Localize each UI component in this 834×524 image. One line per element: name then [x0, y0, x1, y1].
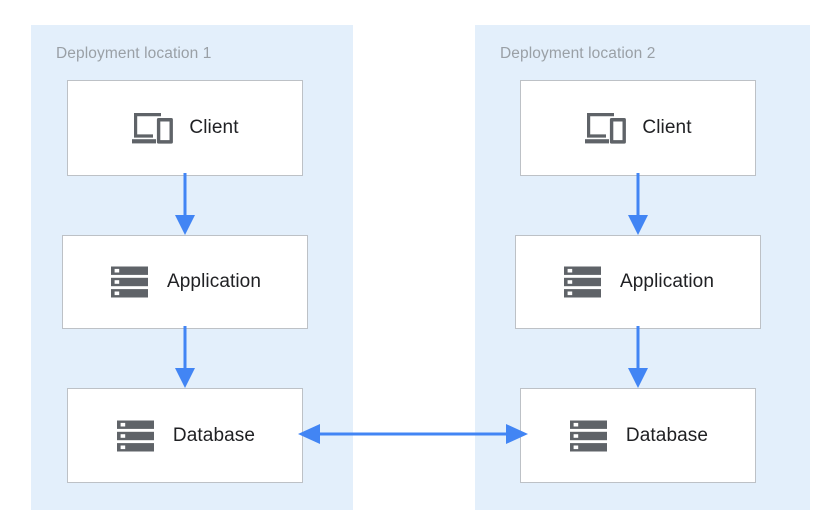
- server-stack-icon: [109, 262, 153, 302]
- zone-1-label: Deployment location 1: [56, 45, 212, 62]
- node-application-1-label: Application: [166, 271, 262, 292]
- zone-2-label: Deployment location 2: [500, 45, 656, 62]
- node-client-1[interactable]: Client: [67, 80, 303, 176]
- node-client-2[interactable]: Client: [520, 80, 756, 176]
- arrow-client-to-application-2: [628, 173, 648, 235]
- server-stack-icon: [562, 262, 606, 302]
- node-database-1[interactable]: Database: [67, 388, 303, 483]
- arrow-client-to-application-1: [175, 173, 195, 235]
- node-application-2[interactable]: Application: [515, 235, 761, 329]
- server-stack-icon: [115, 416, 159, 456]
- devices-icon: [584, 108, 628, 148]
- arrow-application-to-database-2: [628, 326, 648, 388]
- node-database-2[interactable]: Database: [520, 388, 756, 483]
- node-application-2-label: Application: [619, 271, 715, 292]
- node-database-2-label: Database: [625, 424, 709, 446]
- arrow-database-to-database-bidirectional: [298, 424, 528, 444]
- node-database-1-label: Database: [172, 424, 256, 446]
- node-client-2-label: Client: [642, 117, 692, 138]
- server-stack-icon: [568, 416, 612, 456]
- devices-icon: [131, 108, 175, 148]
- node-client-1-label: Client: [189, 117, 239, 138]
- arrow-application-to-database-1: [175, 326, 195, 388]
- node-application-1[interactable]: Application: [62, 235, 308, 329]
